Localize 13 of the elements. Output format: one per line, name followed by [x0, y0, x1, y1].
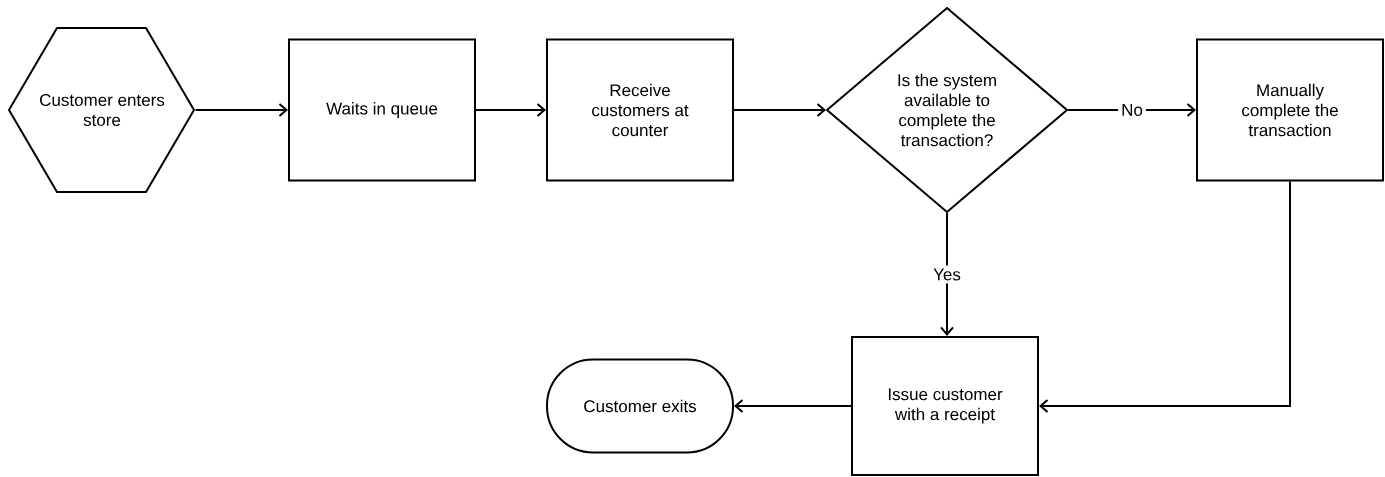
edge-label: No: [1118, 101, 1146, 119]
arrow: [734, 399, 852, 413]
arrow: [733, 103, 826, 117]
arrow: [475, 103, 546, 117]
arrow: [194, 103, 288, 117]
process-box: Manually complete the transaction: [1196, 38, 1384, 182]
process-box: Issue customer with a receipt: [851, 336, 1039, 476]
process-box: Waits in queue: [288, 38, 476, 182]
arrow: [940, 212, 954, 336]
edge-label: Yes: [930, 265, 964, 284]
end-terminator: Customer exits: [546, 358, 734, 454]
arrow: [1039, 180, 1291, 413]
process-box: Receive customers at counter: [546, 38, 734, 182]
